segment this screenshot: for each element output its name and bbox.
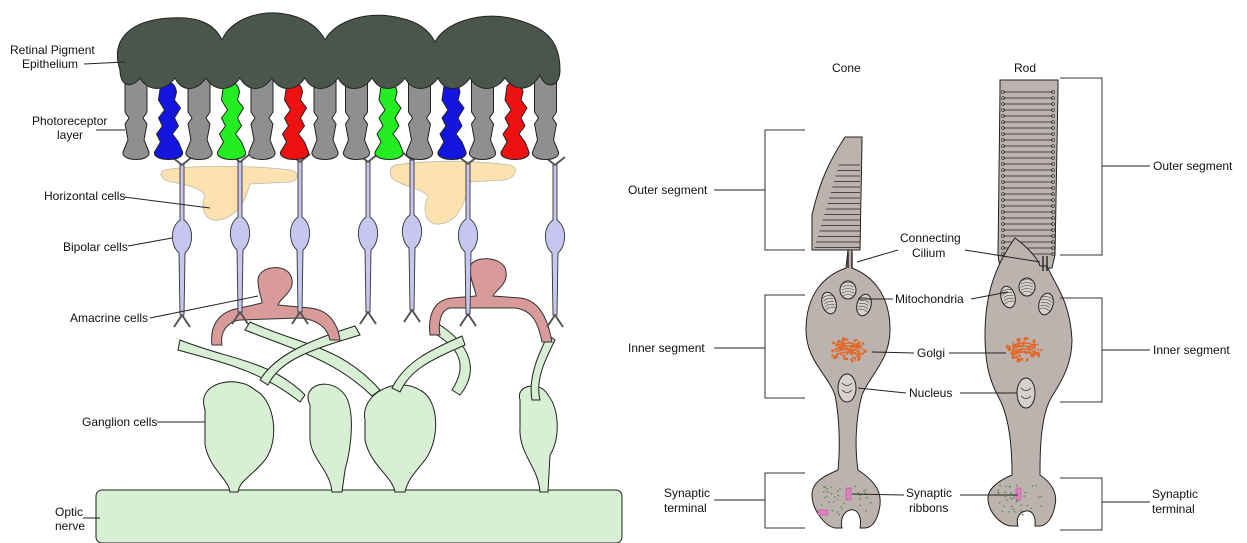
retinal-pigment-epithelium-shape	[117, 13, 560, 89]
connecting-cilium-label-line2: Cilium	[912, 246, 945, 260]
mitochondrion	[840, 281, 856, 299]
photoreceptor-cone-red	[501, 82, 529, 159]
photoreceptor-label-line2: layer	[57, 128, 83, 142]
cone-title: Cone	[832, 61, 861, 75]
photoreceptor-cone-red	[280, 82, 308, 159]
optic-nerve-label-line1: Optic	[55, 505, 83, 519]
inner-segment-left-label: Inner segment	[628, 341, 705, 355]
nucleus-label: Nucleus	[909, 386, 952, 400]
cone-cell-shape	[806, 137, 890, 528]
rod-cell-shape	[985, 80, 1072, 526]
synaptic-terminal-left-label-line1: Synaptic	[664, 486, 710, 500]
horizontal-cells-label: Horizontal cells	[44, 189, 125, 203]
photoreceptor-cone-green	[217, 82, 245, 159]
rpe-label-line1: Retinal Pigment	[10, 43, 95, 57]
golgi-label: Golgi	[917, 346, 945, 360]
photoreceptor-cone-green	[375, 82, 403, 159]
outer-segment-left-label: Outer segment	[628, 183, 708, 197]
rod-title: Rod	[1014, 61, 1036, 75]
bipolar-cells-label: Bipolar cells	[63, 240, 128, 254]
rpe-label-line2: Epithelium	[22, 57, 78, 71]
bipolar-cell	[545, 157, 565, 327]
synaptic-terminal-right-label-line2: terminal	[1152, 502, 1195, 516]
photoreceptor-cone-blue	[154, 82, 182, 159]
inner-segment-right-label: Inner segment	[1153, 343, 1230, 357]
connecting-cilium-label-line1: Connecting	[900, 231, 961, 245]
synaptic-terminal-right-label-line1: Synaptic	[1152, 487, 1198, 501]
amacrine-cells-label: Amacrine cells	[70, 311, 148, 325]
synaptic-ribbons-label-line1: Synaptic	[906, 486, 952, 500]
cell-labels: Outer segment Outer segment Connecting C…	[628, 159, 1233, 516]
rod-outer-segment	[998, 80, 1058, 268]
synaptic-terminal-left-label-line2: terminal	[664, 501, 707, 515]
synaptic-ribbons-label-line2: ribbons	[909, 501, 948, 515]
cone-and-rod-illustration: Cone Rod	[628, 61, 1233, 530]
optic-nerve-label-line2: nerve	[55, 519, 85, 533]
ganglion-cells-shape	[178, 322, 557, 492]
outer-segment-right-label: Outer segment	[1153, 159, 1233, 173]
photoreceptor-cone-blue	[438, 82, 466, 159]
mitochondria-label: Mitochondria	[895, 292, 964, 306]
retina-layers-illustration: Retinal Pigment Epithelium Photoreceptor…	[10, 13, 622, 543]
horizontal-cells-shape	[161, 161, 515, 224]
bipolar-cell	[358, 154, 378, 324]
ganglion-cells-label: Ganglion cells	[82, 415, 157, 429]
cone-outer-segment	[812, 137, 862, 250]
photoreceptor-label-line1: Photoreceptor	[32, 114, 107, 128]
optic-nerve-shape	[96, 490, 622, 543]
mitochondrion	[1019, 278, 1035, 296]
